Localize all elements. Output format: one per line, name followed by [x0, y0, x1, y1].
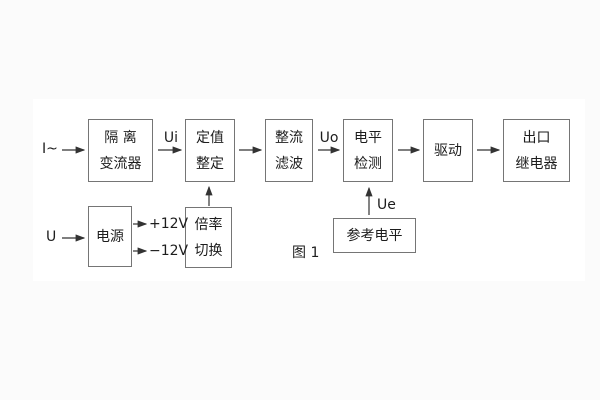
block-reference-line1: 参考电平: [346, 227, 403, 244]
block-level-detect: 电平 检测: [343, 119, 393, 182]
block-level-line1: 电平: [354, 129, 382, 146]
input-current-label: I~: [42, 141, 58, 157]
block-power-supply: 电源: [88, 206, 132, 267]
block-setting-line1: 定值: [196, 129, 224, 146]
block-level-line2: 检测: [354, 155, 382, 172]
block-output-line2: 继电器: [515, 155, 558, 172]
block-output-relay: 出口 继电器: [503, 119, 570, 182]
block-isolation-line2: 变流器: [99, 155, 142, 172]
block-isolation-transformer: 隔 离 变流器: [88, 119, 153, 182]
block-rectify-line1: 整流: [275, 129, 303, 146]
block-ratio-line2: 切换: [194, 242, 223, 259]
block-isolation-line1: 隔 离: [104, 129, 137, 146]
figure-caption: 图 1: [292, 245, 320, 261]
block-ratio-switch: 倍率 切换: [185, 207, 232, 268]
block-power-line1: 电源: [96, 228, 124, 245]
block-output-line1: 出口: [522, 129, 551, 146]
block-drive-line1: 驱动: [434, 142, 462, 159]
block-setting-line2: 整定: [196, 155, 224, 172]
rail-plus12-label: +12V: [149, 216, 189, 232]
block-rectify-line2: 滤波: [275, 155, 303, 172]
block-reference-level: 参考电平: [333, 218, 416, 253]
block-drive: 驱动: [423, 119, 473, 182]
signal-ui-label: Ui: [163, 130, 179, 146]
signal-uo-label: Uo: [319, 130, 339, 146]
input-voltage-label: U: [46, 229, 57, 245]
block-ratio-line1: 倍率: [194, 216, 223, 233]
signal-ue-label: Ue: [377, 197, 396, 213]
rail-minus12-label: −12V: [149, 243, 189, 259]
block-setting-adjust: 定值 整定: [185, 119, 235, 182]
block-rectifier-filter: 整流 滤波: [265, 119, 313, 182]
